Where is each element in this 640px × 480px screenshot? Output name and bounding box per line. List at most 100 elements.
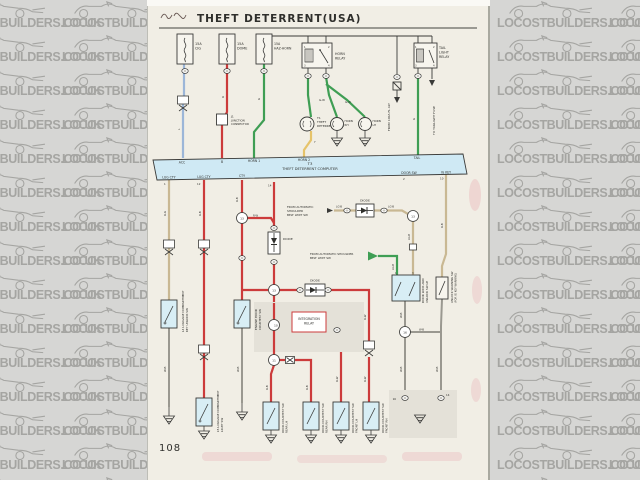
pin-lug-cty-2: LUG CTY <box>197 175 210 179</box>
car-sketch-icon <box>621 345 640 358</box>
watermark-text: LOCOSTBUILDERS.CO.UK <box>609 424 640 438</box>
door-sw-label: DOOR COURTESY SW <box>281 403 285 433</box>
watermark-text: LOCOSTBUILDERS.CO.UK <box>609 50 640 64</box>
wire-label: R-W <box>253 214 259 218</box>
watermark-text: LOCOSTBUILDERS.CO.UK <box>0 152 102 166</box>
watermark-text: LOCOSTBUILDERS.CO.UK <box>497 186 640 200</box>
note-line: BELT LIMIT SW <box>287 213 308 217</box>
wire-label: R-W <box>363 376 367 382</box>
bus-lines <box>268 34 433 97</box>
car-sketch-icon <box>0 411 46 426</box>
watermark-row: LOCOSTBUILDERS.CO.UKLOCOSTBUILDERS.CO.UK <box>490 102 640 136</box>
watermark-text: LOCOSTBUILDERS.CO.UK <box>497 84 640 98</box>
watermark-row: LOCOSTBUILDERS.CO.UKLOCOSTBUILDERS.CO.UK <box>0 238 147 272</box>
relay-pin: 1 <box>415 45 417 49</box>
watermark-text: LOCOSTBUILDERS.CO.UK <box>62 254 147 268</box>
watermark-text: LOCOSTBUILDERS.CO.UK <box>62 424 147 438</box>
car-sketch-icon <box>509 273 593 290</box>
pin-horn2: HORN 2 <box>298 158 310 162</box>
car-sketch-icon <box>621 39 640 52</box>
wire-label: L <box>177 128 181 130</box>
door-lock-label: UNLOCK SW LH <box>425 281 429 303</box>
fuse-amp: 15A <box>237 42 244 46</box>
note-line: BELT LIMIT SW <box>310 256 331 260</box>
car-sketch-icon <box>621 73 640 86</box>
t1-code: T1 <box>316 116 321 120</box>
junction-number: 11 <box>272 358 276 362</box>
pin-acc: ACC <box>179 161 185 165</box>
watermark-text: LOCOSTBUILDERS.CO.UK <box>62 16 147 30</box>
computer-code: T3 <box>307 161 313 166</box>
door-courtesy-sw-front-rh: DOOR COURTESY SW FRONT RH <box>362 401 389 433</box>
car-sketch-icon <box>0 3 46 18</box>
door-sw-label: DOOR COURTESY SW <box>321 403 325 433</box>
watermark-row: LOCOSTBUILDERS.CO.UKLOCOSTBUILDERS.CO.UK <box>0 0 147 34</box>
car-sketch-icon <box>509 205 593 222</box>
wire-label: LG-B <box>388 205 394 209</box>
diode-label: DIODE <box>360 199 370 203</box>
junction-number: 16 <box>403 330 407 334</box>
junction-number: 13 <box>240 216 244 220</box>
watermark-text: LOCOSTBUILDERS.CO.UK <box>609 186 640 200</box>
t1-label: THEFT <box>316 120 326 124</box>
door-sw-label: REAR LH <box>285 421 289 433</box>
belt-note-2: FROM AUTOMATIC SHOULDER BELT LIMIT SW <box>310 251 378 261</box>
computer-name: THEFT DETERRENT COMPUTER <box>281 167 338 171</box>
watermark-row: LOCOSTBUILDERS.CO.UKLOCOSTBUILDERS.CO.UK <box>490 272 640 306</box>
horn-rh: HORN RH <box>330 117 353 131</box>
watermark-text: LOCOSTBUILDERS.CO.UK <box>0 186 102 200</box>
car-sketch-icon <box>621 175 640 188</box>
fuse-amp: 15A <box>274 42 281 46</box>
watermark-text: LOCOSTBUILDERS.CO.UK <box>0 254 102 268</box>
wire-label: G <box>257 98 261 100</box>
belt-note-1: FROM AUTOMATIC SHOULDER BELT LIMIT SW <box>287 205 333 217</box>
fuse-name: DOME <box>237 47 247 51</box>
watermark-text: LOCOSTBUILDERS.CO.UK <box>0 50 102 64</box>
wire-label: R-B <box>305 385 309 390</box>
horn-rh-label: HORN <box>345 119 353 123</box>
watermark-text: LOCOSTBUILDERS.CO.UK <box>0 424 102 438</box>
car-sketch-icon <box>74 341 147 358</box>
horn-rh-label: RH <box>345 123 349 127</box>
watermark-text: LOCOSTBUILDERS.CO.UK <box>497 288 640 302</box>
car-sketch-icon <box>74 239 147 256</box>
car-sketch-icon <box>74 273 147 290</box>
horn-lh-label: LH <box>373 123 377 127</box>
watermark-row: LOCOSTBUILDERS.CO.UKLOCOSTBUILDERS.CO.UK <box>0 306 147 340</box>
car-sketch-icon <box>74 69 147 86</box>
theft-deterrent-computer: T3 THEFT DETERRENT COMPUTER ACC B HORN 1… <box>152 153 468 181</box>
wire-label: R-B <box>265 385 269 390</box>
relay-pin: 2 <box>433 45 435 49</box>
watermark-text: LOCOSTBUILDERS.CO.UK <box>609 322 640 336</box>
horn-lh-label: HORN <box>373 119 381 123</box>
l5-label: LIGHT SW <box>220 418 224 432</box>
bar-pin: 2 <box>403 177 405 181</box>
door-courtesy-sw-rear-rh: DOOR COURTESY SW REAR RH <box>302 401 329 433</box>
diode-label: DIODE <box>283 237 293 241</box>
horn-relay-label: HORN <box>335 52 345 56</box>
page-title: THEFT DETERRENT(USA) <box>197 13 361 25</box>
door-lock-pin: 3 <box>412 271 414 275</box>
wire-label: LG-B <box>336 205 342 209</box>
pin-tail: TAIL <box>413 156 421 160</box>
horn-relay: 1 2 3 4 HORN RELAY <box>301 42 346 69</box>
door-sw-label: DOOR COURTESY SW <box>381 403 385 433</box>
watermark-row: LOCOSTBUILDERS.CO.UKLOCOSTBUILDERS.CO.UK <box>490 68 640 102</box>
car-sketch-icon <box>74 307 147 324</box>
watermark-row: LOCOSTBUILDERS.CO.UKLOCOSTBUILDERS.CO.UK <box>0 102 147 136</box>
watermark-row: LOCOSTBUILDERS.CO.UKLOCOSTBUILDERS.CO.UK <box>490 442 640 476</box>
car-sketch-icon <box>0 275 46 290</box>
watermark-row: LOCOSTBUILDERS.CO.UKLOCOSTBUILDERS.CO.UK <box>490 476 640 480</box>
relay-pin: 3 <box>304 64 306 68</box>
door-courtesy-sw-front-lh: DOOR COURTESY SW FRONT LH <box>332 401 359 433</box>
junction-number: 10 <box>274 323 278 327</box>
door-sw-label: REAR RH <box>325 420 329 433</box>
wire-label: R-G <box>163 211 167 216</box>
wiring-diagram: THEFT DETERRENT(USA) <box>147 0 490 463</box>
car-sketch-icon <box>74 137 147 154</box>
wire-label: W-B <box>419 328 424 332</box>
ground-symbols <box>162 131 427 444</box>
car-sketch-icon <box>621 243 640 256</box>
car-sketch-icon <box>509 409 593 426</box>
